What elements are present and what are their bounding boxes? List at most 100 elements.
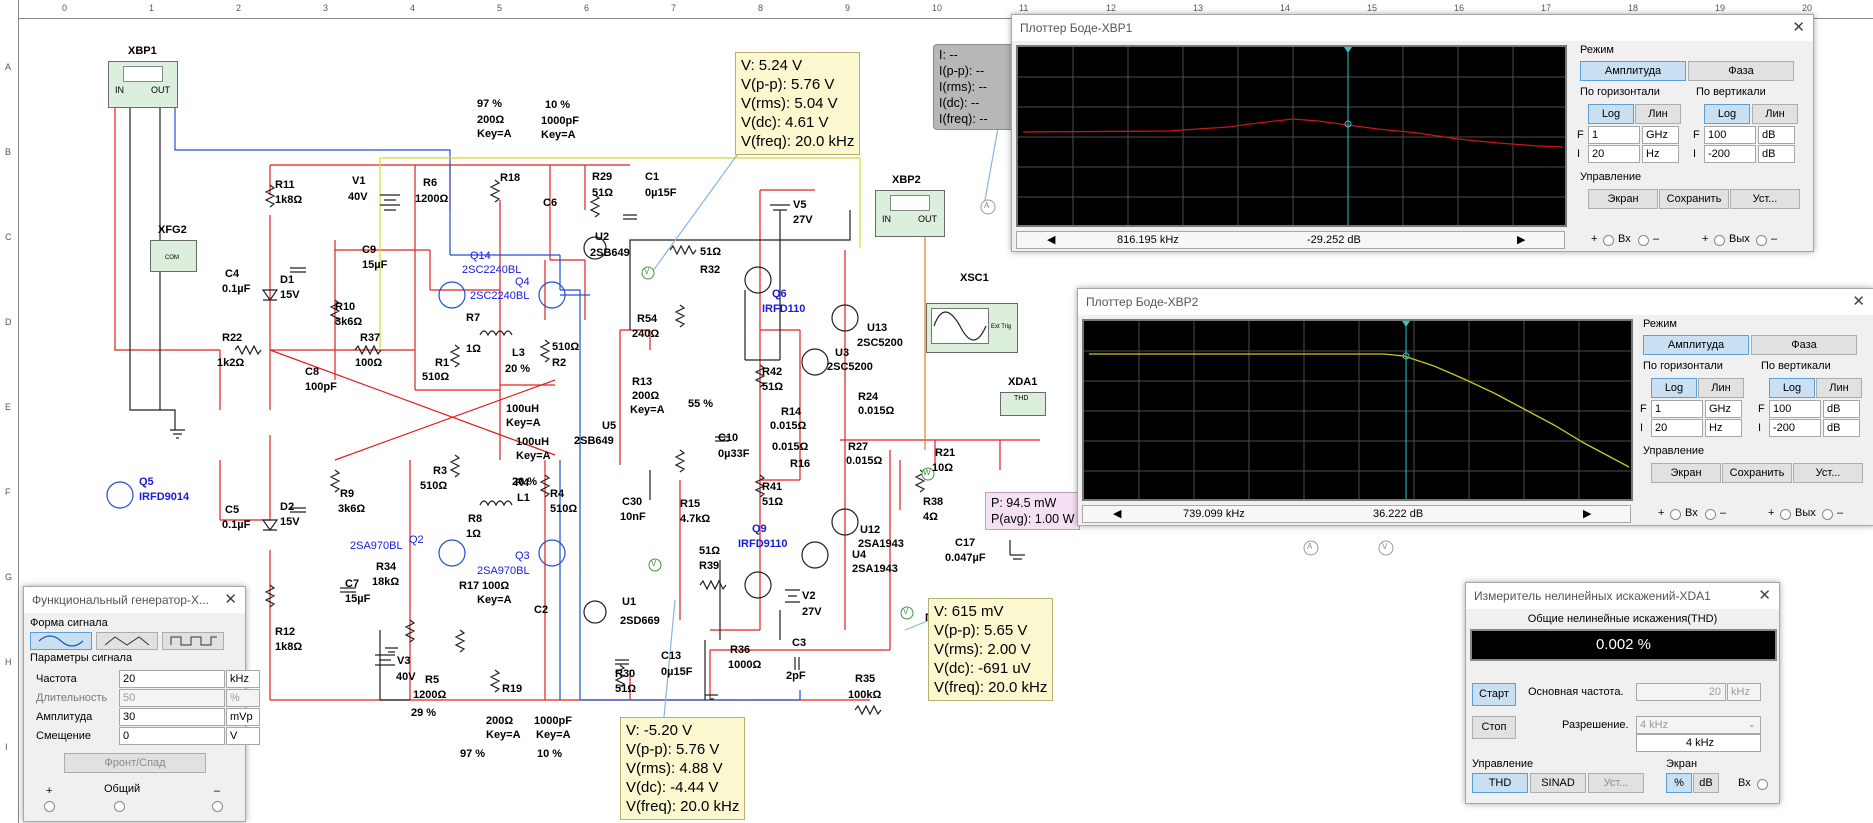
in-minus-terminal[interactable] [1638,235,1649,246]
percent-button[interactable]: % [1666,773,1692,793]
control-label: Управление [1472,758,1534,770]
h-lin-button[interactable]: Лин [1635,104,1681,124]
stop-button[interactable]: Стоп [1472,716,1516,739]
offset-field[interactable]: 0 [119,727,225,745]
h-log-button[interactable]: Log [1588,104,1634,124]
v-lin-button[interactable]: Лин [1816,378,1862,398]
phase-button[interactable]: Фаза [1751,335,1857,355]
v-final-field[interactable]: 100 [1769,400,1821,418]
out-minus-terminal[interactable] [1822,509,1833,520]
screen-button[interactable]: Экран [1651,463,1721,483]
in-terminal[interactable] [1757,779,1768,790]
h-initial-field[interactable]: 20 [1651,419,1703,437]
v-log-button[interactable]: Log [1769,378,1815,398]
arrow-right-icon[interactable]: ▶ [1517,234,1526,246]
xda1-instrument[interactable]: THD [1000,392,1046,416]
h-initial-unit[interactable]: Hz [1642,145,1679,163]
label-u13: U13 [867,322,888,334]
square-wave-button[interactable] [162,632,224,650]
thd-mode-button[interactable]: THD [1472,773,1528,793]
close-icon[interactable]: ✕ [224,591,237,608]
voltage-probe-3: V: -5.20 V V(p-p): 5.76 V V(rms): 4.88 V… [620,717,746,820]
out-minus-terminal[interactable] [1756,235,1767,246]
rise-fall-button[interactable]: Фронт/Спад [64,753,206,773]
amplitude-button[interactable]: Амплитуда [1580,61,1686,81]
h-final-unit[interactable]: GHz [1642,126,1679,144]
db-button[interactable]: dB [1693,773,1719,793]
resolution-select[interactable]: 4 kHz [1636,716,1761,734]
bode-2-screen[interactable] [1082,319,1633,501]
v-final-field[interactable]: 100 [1704,126,1756,144]
v-initial-field[interactable]: -200 [1769,419,1821,437]
bode-1-screen[interactable] [1016,45,1567,227]
v-initial-unit[interactable]: dB [1823,419,1860,437]
start-button[interactable]: Старт [1472,683,1516,706]
in-plus-terminal[interactable] [1670,509,1681,520]
function-generator-titlebar[interactable]: Функциональный генератор-X... ✕ [24,587,245,613]
xfg2-label: XFG2 [158,224,187,236]
frequency-field[interactable]: 20 [119,670,225,688]
label-u5-val: 2SB649 [574,435,614,447]
label-c17: C17 [955,537,976,549]
in-minus-terminal[interactable] [1705,509,1716,520]
xsc1-instrument[interactable]: Ext Trig [926,303,1018,353]
duty-field[interactable]: 50 [119,689,225,707]
close-icon[interactable]: ✕ [1792,19,1805,36]
setup-button[interactable]: Уст... [1793,463,1863,483]
thd-analyzer-titlebar[interactable]: Измеритель нелинейных искажений-XDA1 ✕ [1466,583,1779,609]
bode-plotter-2-titlebar[interactable]: Плоттер Боде-XBP2 ✕ [1078,289,1873,315]
fundamental-freq-field[interactable]: 20 [1636,683,1726,701]
in-plus-terminal[interactable] [1603,235,1614,246]
phase-button[interactable]: Фаза [1688,61,1794,81]
h-final-field[interactable]: 1 [1651,400,1703,418]
sinad-mode-button[interactable]: SINAD [1530,773,1586,793]
v-log-button[interactable]: Log [1704,104,1750,124]
h-final-unit[interactable]: GHz [1705,400,1742,418]
out-plus-terminal[interactable] [1714,235,1725,246]
column-ruler-label: 4 [410,3,416,13]
h-initial-field[interactable]: 20 [1588,145,1640,163]
amplitude-unit[interactable]: mVp [226,708,260,726]
column-ruler-label: 3 [323,3,329,13]
save-button[interactable]: Сохранить [1659,189,1729,209]
screen-button[interactable]: Экран [1588,189,1658,209]
v-final-unit[interactable]: dB [1823,400,1860,418]
close-icon[interactable]: ✕ [1758,587,1771,604]
frequency-unit[interactable]: kHz [226,670,260,688]
thd-analyzer-window: Измеритель нелинейных искажений-XDA1 ✕ О… [1465,582,1780,804]
out-plus-terminal[interactable] [1780,509,1791,520]
h-lin-button[interactable]: Лин [1698,378,1744,398]
xbp2-instrument[interactable]: IN OUT [875,190,945,237]
v-initial-unit[interactable]: dB [1758,145,1795,163]
xbp1-instrument[interactable]: IN OUT [108,61,178,108]
v-final-unit[interactable]: dB [1758,126,1795,144]
offset-unit[interactable]: V [226,727,260,745]
amplitude-field[interactable]: 30 [119,708,225,726]
chevron-down-icon[interactable]: ⌄ [1748,719,1756,729]
setup-button[interactable]: Уст... [1588,773,1644,793]
probe-line: I(p-p): -- [939,64,985,78]
arrow-right-icon[interactable]: ▶ [1583,508,1592,520]
h-log-button[interactable]: Log [1651,378,1697,398]
save-button[interactable]: Сохранить [1722,463,1792,483]
amplitude-button[interactable]: Амплитуда [1643,335,1749,355]
v-initial-field[interactable]: -200 [1704,145,1756,163]
close-icon[interactable]: ✕ [1852,293,1865,310]
setup-button[interactable]: Уст... [1730,189,1800,209]
triangle-wave-button[interactable] [96,632,158,650]
h-final-field[interactable]: 1 [1588,126,1640,144]
v-lin-button[interactable]: Лин [1752,104,1798,124]
label-r5-val: 1200Ω [413,689,447,701]
arrow-left-icon[interactable]: ◀ [1113,508,1122,520]
arrow-left-icon[interactable]: ◀ [1047,234,1056,246]
minus-terminal[interactable] [212,801,223,812]
xfg2-instrument[interactable]: COM [150,240,197,272]
bode-plotter-1-titlebar[interactable]: Плоттер Боде-XBP1 ✕ [1012,15,1813,41]
plus-terminal[interactable] [44,801,55,812]
sine-wave-button[interactable] [30,632,92,650]
column-ruler-label: 19 [1715,3,1726,13]
common-terminal[interactable] [114,801,125,812]
label-u1: U1 [622,596,637,608]
label-u5: U5 [602,420,617,432]
h-initial-unit[interactable]: Hz [1705,419,1742,437]
